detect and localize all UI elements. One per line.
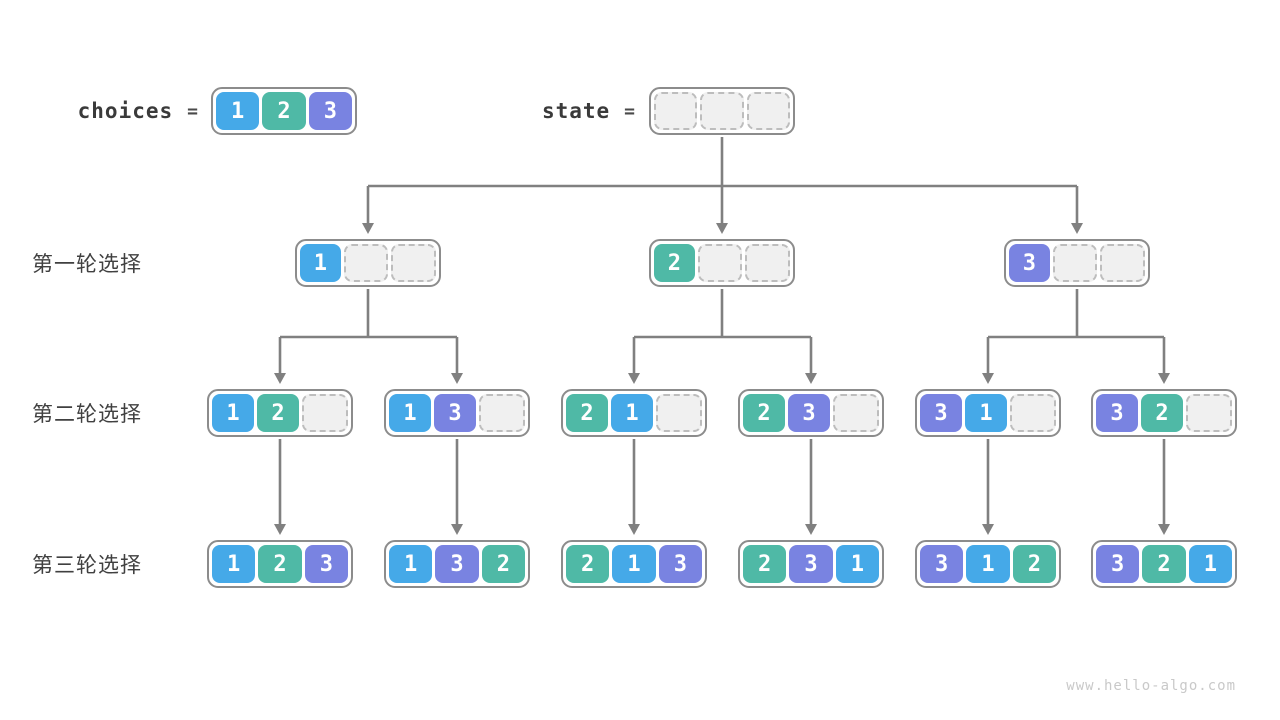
choice-cell-1: 1	[212, 545, 256, 583]
choice-cell-2: 2	[654, 244, 695, 282]
empty-slot	[391, 244, 437, 282]
choice-cell-3: 3	[920, 545, 964, 583]
empty-slot	[1052, 244, 1098, 282]
empty-slot	[654, 92, 698, 130]
empty-slot	[656, 394, 702, 432]
state-box-r1-2: 2	[649, 239, 795, 287]
row-label-round-1: 第一轮选择	[32, 252, 142, 276]
empty-slot	[302, 394, 348, 432]
choice-cell-2: 2	[743, 394, 785, 432]
empty-slot	[1010, 394, 1056, 432]
choice-cell-2: 2	[258, 545, 302, 583]
choice-cell-2: 2	[481, 545, 525, 583]
empty-slot	[1100, 244, 1146, 282]
choice-cell-2: 2	[1012, 545, 1056, 583]
state-label: state =	[470, 87, 635, 135]
choice-cell-2: 2	[566, 394, 608, 432]
choice-cell-3: 3	[434, 394, 476, 432]
choice-cell-1: 1	[212, 394, 254, 432]
choice-cell-2: 2	[1142, 545, 1186, 583]
row-label-round-2: 第二轮选择	[32, 402, 142, 426]
empty-slot	[746, 92, 790, 130]
choice-cell-3: 3	[789, 545, 833, 583]
choice-cell-3: 3	[435, 545, 479, 583]
choice-cell-2: 2	[743, 545, 787, 583]
choice-cell-2: 2	[566, 545, 610, 583]
choice-cell-3: 3	[304, 545, 348, 583]
equals-sign: =	[624, 100, 635, 122]
empty-slot	[343, 244, 389, 282]
choice-cell-3: 3	[1096, 545, 1140, 583]
empty-slot	[745, 244, 791, 282]
site-watermark: www.hello-algo.com	[1066, 678, 1236, 694]
choice-cell-3: 3	[1009, 244, 1050, 282]
equals-sign: =	[187, 100, 198, 122]
choice-cell-1: 1	[965, 394, 1007, 432]
choice-cell-3: 3	[658, 545, 702, 583]
choice-cell-1: 1	[1188, 545, 1232, 583]
state-box-r1-3: 3	[1004, 239, 1150, 287]
choice-cell-3: 3	[920, 394, 962, 432]
choice-cell-1: 1	[216, 92, 260, 130]
choice-cell-1: 1	[389, 545, 433, 583]
state-box-root	[649, 87, 795, 135]
empty-slot	[700, 92, 744, 130]
state-label-text: state	[541, 99, 611, 123]
choice-cell-2: 2	[1141, 394, 1183, 432]
empty-slot	[1186, 394, 1232, 432]
row-label-round-3: 第三轮选择	[32, 553, 142, 577]
empty-slot	[697, 244, 743, 282]
choice-cell-1: 1	[611, 394, 653, 432]
choices-label-text: choices	[77, 99, 174, 123]
state-box-r1-1: 1	[295, 239, 441, 287]
empty-slot	[479, 394, 525, 432]
choice-cell-3: 3	[1096, 394, 1138, 432]
choices-label: choices =	[40, 87, 198, 135]
choice-cell-1: 1	[966, 545, 1010, 583]
choice-cell-2: 2	[257, 394, 299, 432]
choice-cell-3: 3	[788, 394, 830, 432]
choice-cell-1: 1	[612, 545, 656, 583]
choice-cell-1: 1	[389, 394, 431, 432]
choice-cell-1: 1	[835, 545, 879, 583]
choice-cell-1: 1	[300, 244, 341, 282]
empty-slot	[833, 394, 879, 432]
choice-cell-3: 3	[308, 92, 352, 130]
choice-cell-2: 2	[262, 92, 306, 130]
